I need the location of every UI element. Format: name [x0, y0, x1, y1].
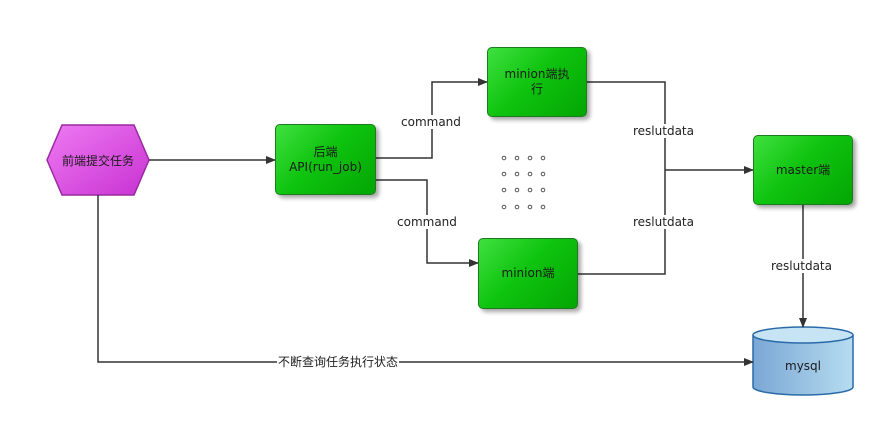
edge-label-command-bottom: command [396, 215, 458, 229]
edge-frontend-to-mysql [97, 195, 754, 366]
frontend-hexagon [46, 124, 150, 196]
edge-minion-to-master [578, 170, 666, 275]
edge-label-resultdata-bottom: reslutdata [632, 215, 695, 229]
minion-node-label: minion端 [501, 266, 555, 280]
ellipsis-dots [501, 155, 546, 210]
edge-label-resultdata-master: reslutdata [770, 259, 833, 273]
backend-node: 后端 API(run_job) [275, 124, 376, 195]
mysql-cylinder [752, 326, 854, 396]
backend-node-line2: API(run_job) [289, 159, 362, 174]
minion-exec-node-line2: 行 [530, 82, 543, 96]
edge-label-resultdata-top: reslutdata [632, 124, 695, 138]
mysql-node-label: mysql [785, 359, 821, 373]
master-node: master端 [753, 135, 853, 205]
frontend-node-label: 前端提交任务 [61, 153, 134, 168]
minion-node: minion端 [478, 238, 578, 309]
edge-label-poll-status: 不断查询任务执行状态 [277, 355, 400, 369]
master-node-label: master端 [775, 162, 831, 177]
backend-node-line1: 后端 [313, 144, 338, 159]
edge-minion-exec-to-master [587, 81, 666, 170]
edge-label-command-top: command [400, 115, 462, 129]
minion-exec-node: minion端执 行 [487, 47, 587, 117]
minion-exec-node-line1: minion端执 [504, 67, 570, 81]
